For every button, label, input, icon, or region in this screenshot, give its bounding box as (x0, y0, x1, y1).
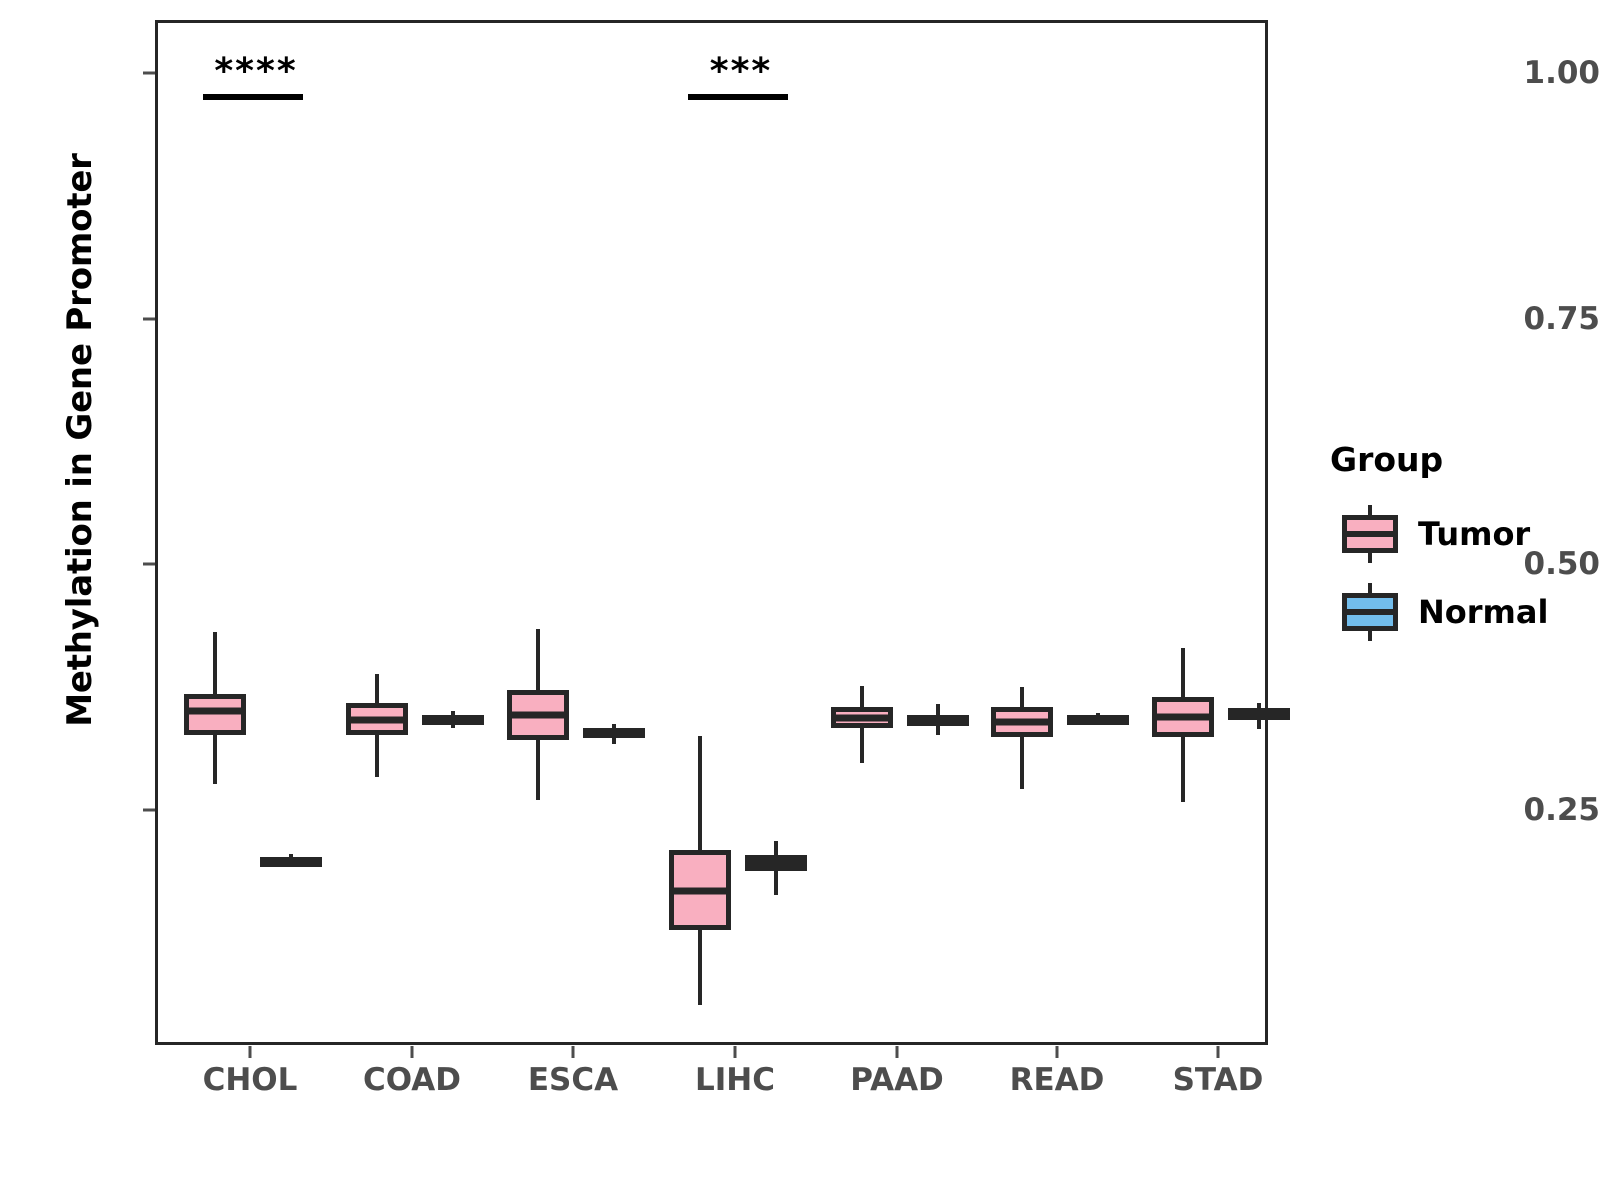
legend-median-line (1342, 609, 1398, 615)
median-line (260, 857, 322, 865)
whisker-lower (375, 735, 379, 777)
boxplot-group-chol-normal (158, 23, 1265, 1042)
x-tick-mark (1216, 1046, 1220, 1058)
legend-whisker-bottom (1368, 552, 1372, 563)
whisker-upper (1096, 712, 1100, 715)
whisker-lower (698, 929, 702, 1005)
x-tick-mark (895, 1046, 899, 1058)
boxplot-group-esca-tumor (158, 23, 1265, 1042)
x-tick-label-chol: CHOL (202, 1062, 298, 1098)
x-tick-mark (410, 1046, 414, 1058)
significance-label: *** (709, 51, 773, 92)
whisker-upper (1020, 687, 1024, 707)
boxplot-group-lihc-tumor (158, 23, 1265, 1042)
legend-key-tumor[interactable] (1342, 505, 1398, 563)
boxplot-group-read-normal (158, 23, 1265, 1042)
y-tick-mark (143, 71, 155, 75)
median-line (507, 711, 569, 719)
median-line (346, 716, 408, 724)
whisker-upper (1257, 702, 1261, 708)
legend-label-tumor: Tumor (1418, 515, 1531, 553)
median-line (422, 716, 484, 724)
y-tick-mark (143, 808, 155, 812)
median-line (907, 716, 969, 724)
y-tick-label: 0.50 (1523, 546, 1600, 583)
significance-label: **** (214, 51, 298, 92)
whisker-lower (1020, 737, 1024, 790)
boxplot-group-read-tumor (158, 23, 1265, 1042)
whisker-upper (375, 674, 379, 703)
x-tick-label-coad: COAD (363, 1062, 461, 1098)
whisker-upper (774, 841, 778, 856)
median-line (991, 718, 1053, 726)
whisker-lower (213, 735, 217, 785)
y-axis-title: Methylation in Gene Promoter (60, 153, 100, 727)
whisker-upper (451, 710, 455, 715)
boxplot-group-stad-normal (158, 23, 1290, 1042)
y-tick-label: 1.00 (1523, 55, 1600, 91)
boxplot-group-paad-tumor (158, 23, 1265, 1042)
median-line (1067, 715, 1129, 723)
x-tick-label-stad: STAD (1172, 1062, 1264, 1098)
whisker-lower (612, 738, 616, 745)
box (184, 694, 246, 736)
x-tick-mark (248, 1046, 252, 1058)
significance-bar (203, 94, 303, 100)
whisker-upper (536, 629, 540, 691)
whisker-upper (213, 632, 217, 695)
legend-median-line (1342, 531, 1398, 537)
boxplot-group-esca-normal (158, 23, 1265, 1042)
y-tick-label: 0.25 (1523, 792, 1600, 828)
x-tick-mark (1055, 1046, 1059, 1058)
y-tick-label: 0.75 (1523, 300, 1600, 337)
whisker-lower (936, 725, 940, 736)
x-tick-mark (733, 1046, 737, 1058)
median-line (184, 707, 246, 715)
boxplot-group-lihc-normal (158, 23, 1265, 1042)
boxplot-group-coad-tumor (158, 23, 1265, 1042)
whisker-upper (289, 854, 293, 858)
x-tick-label-read: READ (1009, 1062, 1105, 1098)
x-tick-label-lihc: LIHC (695, 1062, 775, 1098)
significance-bar (688, 94, 788, 100)
legend-whisker-top (1368, 505, 1372, 516)
whisker-upper (936, 703, 940, 715)
median-line (1228, 710, 1290, 718)
y-tick-mark (143, 562, 155, 566)
x-tick-label-paad: PAAD (850, 1062, 944, 1098)
median-line (745, 859, 807, 867)
legend-key-normal[interactable] (1342, 583, 1398, 641)
median-line (1152, 713, 1214, 721)
boxplot-group-paad-normal (158, 23, 1265, 1042)
whisker-upper (612, 723, 616, 729)
boxplot-group-stad-tumor (158, 23, 1265, 1042)
median-line (831, 714, 893, 722)
boxplot-group-coad-normal (158, 23, 1265, 1042)
whisker-upper (698, 736, 702, 851)
y-tick-mark (143, 317, 155, 321)
median-line (583, 729, 645, 737)
whisker-lower (774, 870, 778, 895)
whisker-lower (451, 724, 455, 729)
whisker-lower (1257, 719, 1261, 730)
x-tick-label-esca: ESCA (527, 1062, 619, 1098)
plot-panel: ******* (155, 20, 1290, 1045)
boxplot-group-chol-tumor (158, 23, 1265, 1042)
legend-title: Group (1330, 440, 1444, 479)
legend-whisker-top (1368, 583, 1372, 594)
whisker-lower (536, 740, 540, 801)
median-line (669, 887, 731, 895)
x-tick-mark (571, 1046, 575, 1058)
legend-label-normal: Normal (1418, 593, 1549, 631)
whisker-upper (860, 686, 864, 707)
whisker-upper (1181, 647, 1185, 698)
whisker-lower (860, 728, 864, 763)
whisker-lower (1181, 737, 1185, 803)
legend-whisker-bottom (1368, 630, 1372, 641)
